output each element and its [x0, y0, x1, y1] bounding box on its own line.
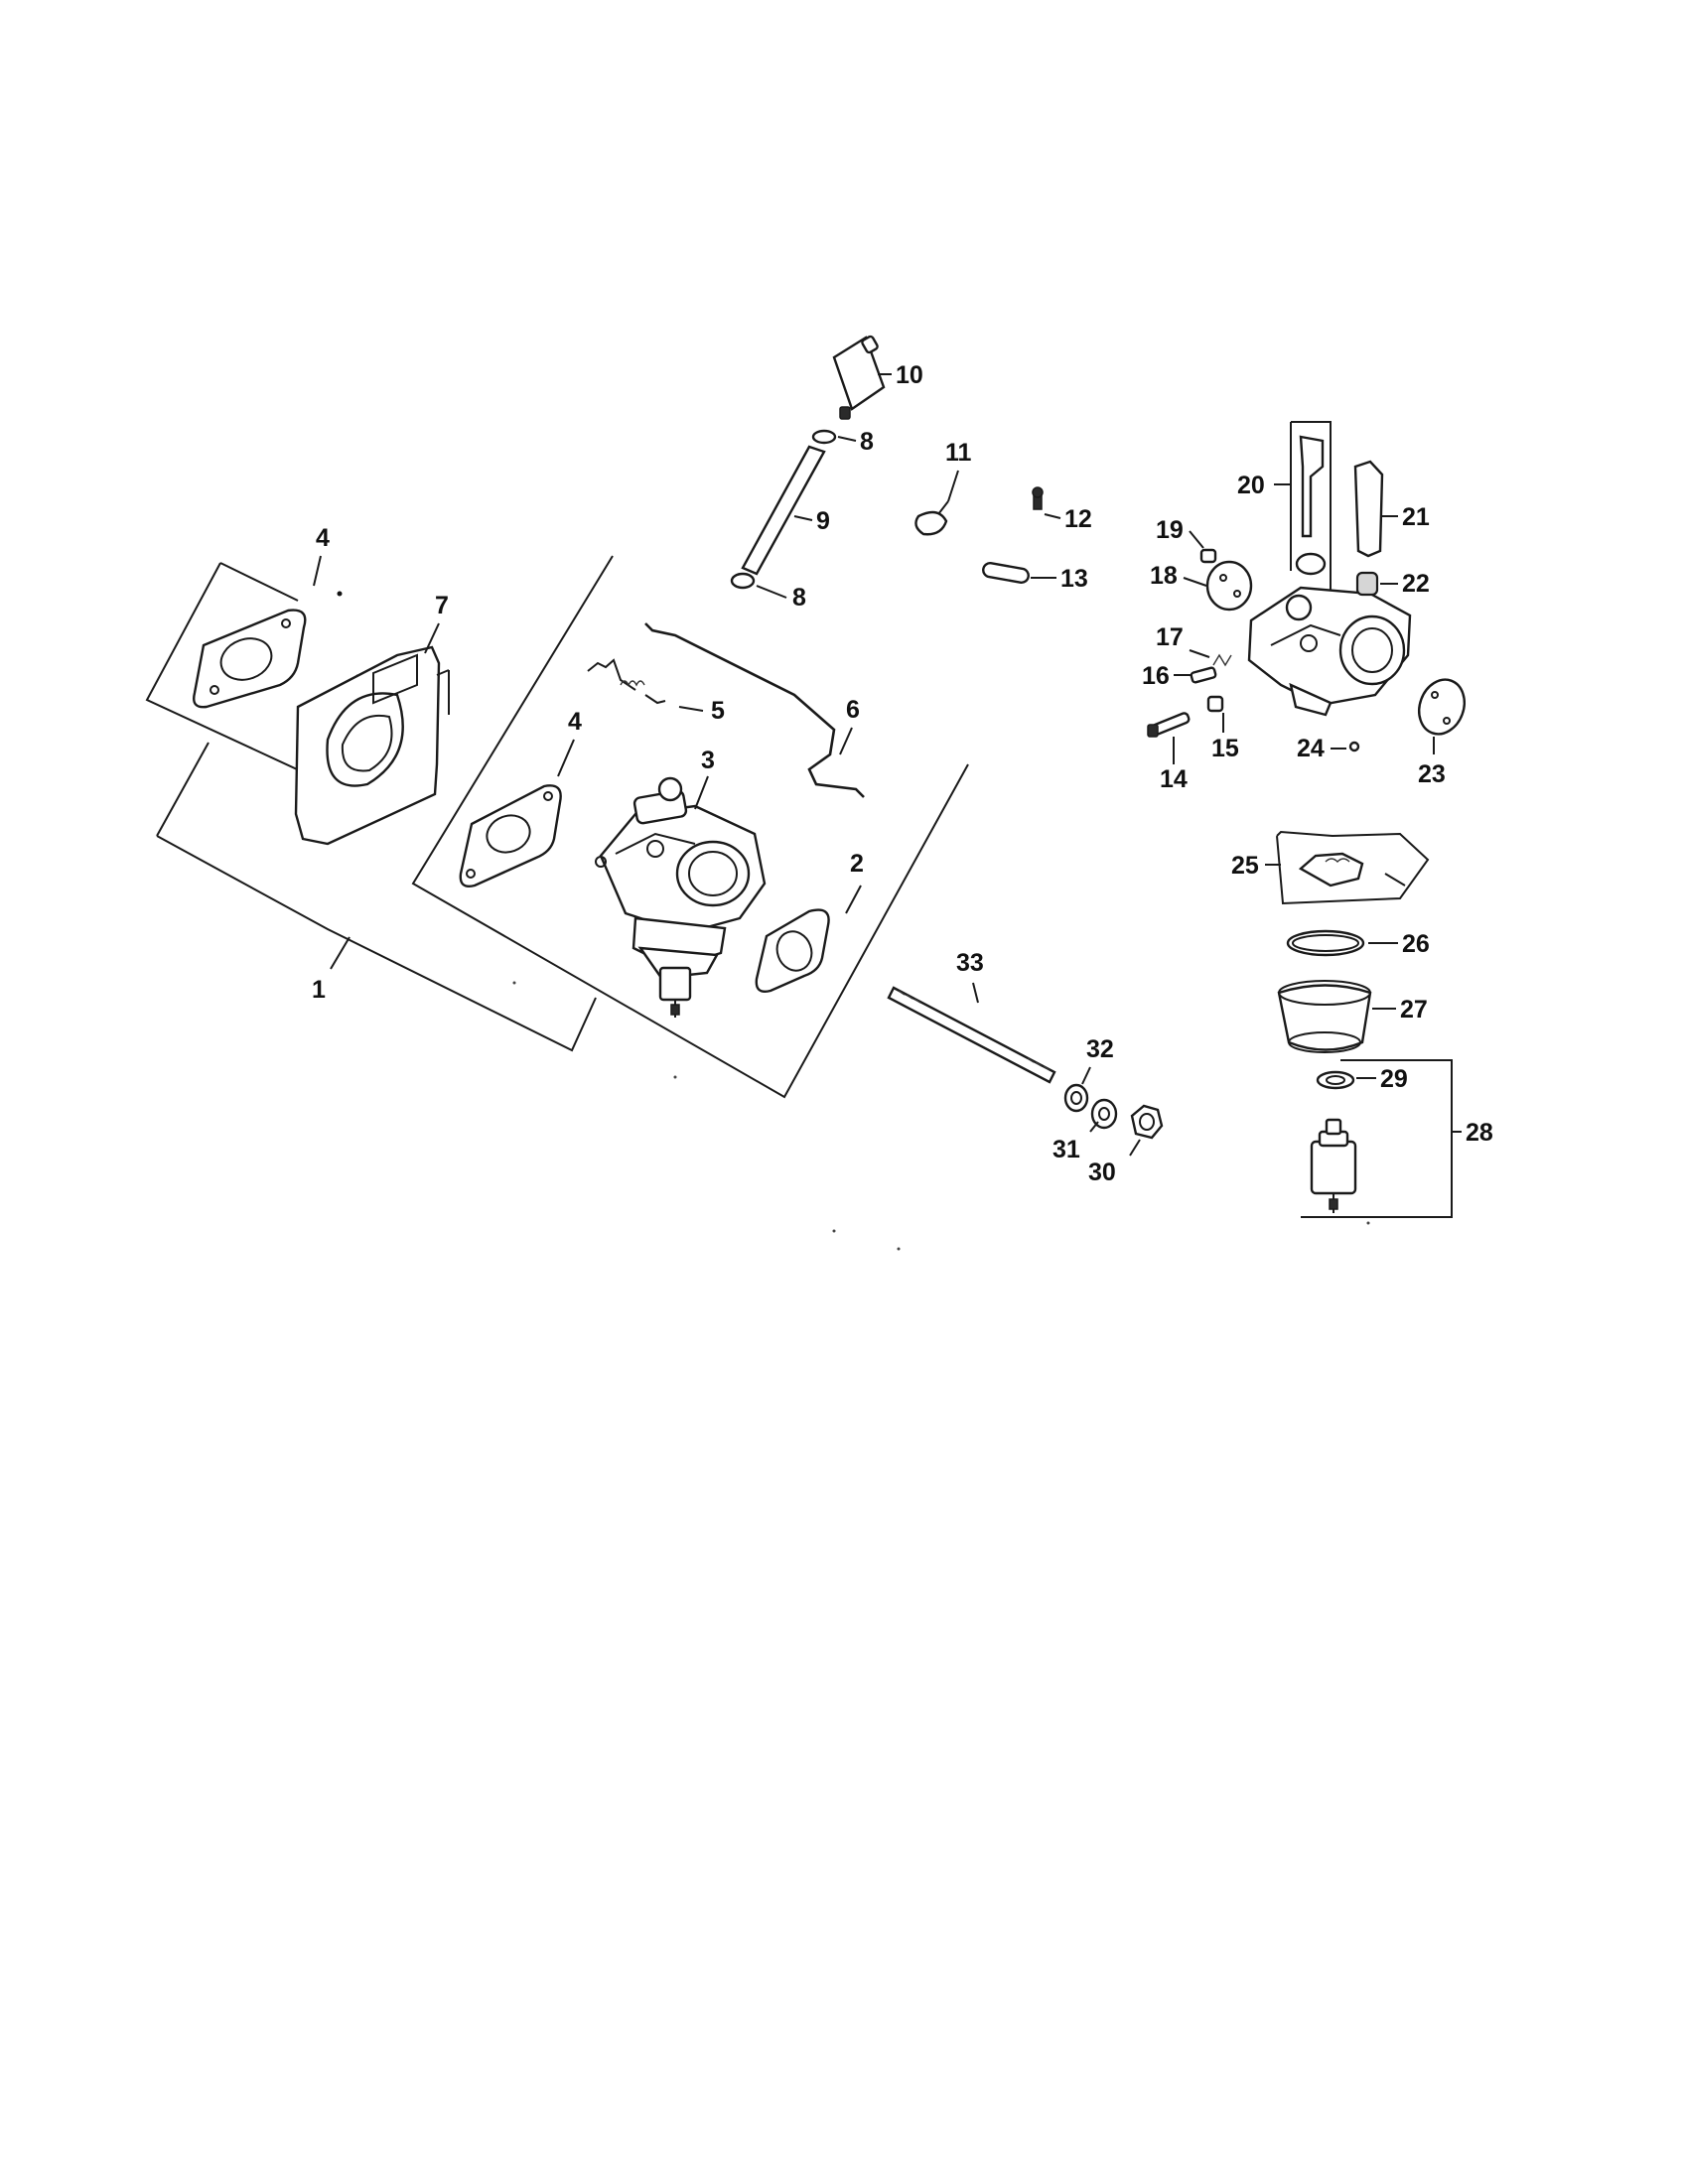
nut-part-30: [1130, 1104, 1164, 1140]
bowl-solenoid-frame-part-28: [1301, 1059, 1453, 1218]
callout-30: 30: [1088, 1159, 1116, 1186]
callout-9: 9: [816, 507, 830, 535]
callout-8a: 8: [860, 428, 874, 456]
callout-11: 11: [945, 439, 972, 467]
callout-4a: 4: [316, 524, 330, 552]
plate-part-23: [1418, 678, 1466, 736]
callout-31: 31: [1052, 1136, 1080, 1163]
spring-part-15: [1206, 695, 1224, 713]
leader-lines: [313, 373, 1462, 1157]
carb-body-right: [1247, 586, 1412, 717]
carburetor-part-3: [595, 776, 767, 1018]
callout-12: 12: [1064, 505, 1092, 533]
callout-23: 23: [1418, 760, 1446, 788]
callout-3: 3: [701, 747, 715, 774]
solenoid-part-28: [1310, 1118, 1357, 1213]
bushing-part-22: [1355, 571, 1379, 597]
plate-part-18: [1205, 560, 1253, 612]
spring-part-5: [587, 658, 666, 705]
callout-32: 32: [1086, 1035, 1114, 1063]
clamp-part-8-bottom: [730, 572, 756, 590]
float-bowl-part-27: [1277, 980, 1372, 1053]
callout-25: 25: [1231, 852, 1259, 880]
callout-4b: 4: [568, 708, 582, 736]
callout-17: 17: [1156, 623, 1184, 651]
screw-part-12: [1032, 486, 1044, 510]
pilot-jet-part-14: [1147, 712, 1191, 738]
gasket-part-2: [755, 908, 830, 993]
clip-part-11: [914, 500, 949, 536]
throttle-shaft-part-21: [1353, 460, 1384, 558]
callout-29: 29: [1380, 1065, 1408, 1093]
choke-shaft-part-20: [1274, 421, 1332, 591]
callout-18: 18: [1150, 562, 1178, 590]
callout-26: 26: [1402, 930, 1430, 958]
callout-24: 24: [1297, 735, 1325, 762]
washer-part-32: [1063, 1083, 1089, 1113]
stud-part-33: [887, 986, 1056, 1084]
callout-10: 10: [896, 361, 923, 389]
scan-specks: [512, 981, 1370, 1251]
callout-16: 16: [1142, 662, 1170, 690]
callout-1: 1: [312, 976, 326, 1004]
spring-part-17: [1212, 653, 1232, 667]
float-part-25: [1276, 830, 1430, 905]
group-frame-carb: [411, 555, 969, 1099]
washer-part-29: [1316, 1070, 1355, 1090]
callout-6: 6: [846, 696, 860, 724]
lock-washer-part-31: [1090, 1098, 1118, 1130]
clamp-part-8-top: [811, 429, 837, 445]
callout-13: 13: [1060, 565, 1088, 593]
screw-part-16: [1190, 666, 1217, 684]
callout-7: 7: [435, 592, 449, 619]
callout-22: 22: [1402, 570, 1430, 598]
callout-15: 15: [1211, 735, 1239, 762]
callout-5: 5: [711, 697, 725, 725]
gasket-part-4-left: [193, 591, 343, 709]
pin-part-13: [982, 562, 1030, 584]
fuel-filter-part-10: [832, 335, 886, 420]
screw-part-19: [1199, 548, 1217, 564]
callout-27: 27: [1400, 996, 1428, 1024]
callout-2: 2: [850, 850, 864, 878]
group-frame-1: [145, 562, 597, 1052]
callout-14: 14: [1160, 765, 1188, 793]
callout-33: 33: [956, 949, 984, 977]
spacer-plate-part-7: [294, 645, 450, 846]
governor-rod-part-6: [644, 622, 865, 798]
callout-28: 28: [1466, 1119, 1493, 1147]
callout-21: 21: [1402, 503, 1430, 531]
gasket-part-26: [1286, 929, 1365, 957]
callout-8b: 8: [792, 584, 806, 612]
callouts: 1 2 3 4 4 5 6 7 8 8 9 10 11 12 13 14 15 …: [312, 361, 1493, 1186]
ball-part-24: [1348, 741, 1360, 752]
callout-20: 20: [1237, 472, 1265, 499]
fuel-hose-part-9: [741, 445, 826, 576]
gasket-part-4-carb: [459, 784, 562, 887]
callout-19: 19: [1156, 516, 1184, 544]
